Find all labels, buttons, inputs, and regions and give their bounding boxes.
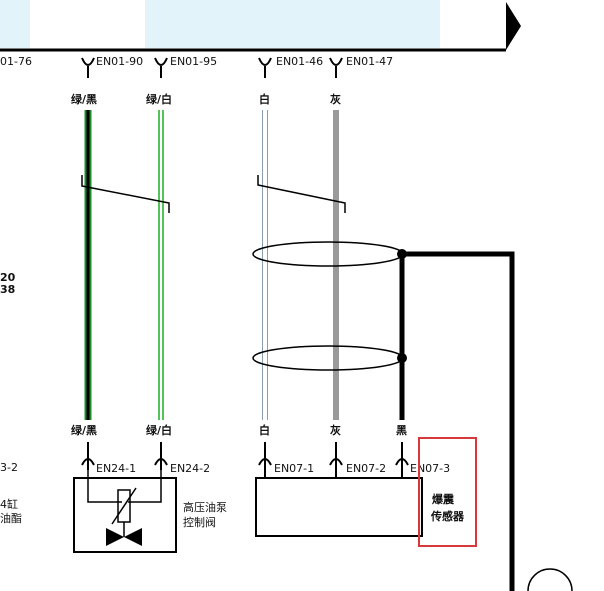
left-pin-label: 3-2	[0, 461, 18, 474]
bottom-wire-color-5: 黑	[396, 424, 407, 437]
twist-marker-right	[257, 175, 346, 213]
highlight-box	[418, 437, 477, 547]
pump-valve-label-line1: 高压油泵	[183, 500, 227, 514]
left-label-20: 20	[0, 271, 16, 284]
bottom-connector-pin-4	[329, 442, 343, 478]
top-wire-color-3: 白	[259, 92, 270, 106]
ecu-arrow	[506, 2, 521, 50]
partial-circle-marker	[527, 568, 573, 591]
bottom-connector-pin-2	[154, 442, 168, 470]
top-connector-id-3: EN01-46	[276, 55, 323, 68]
splice-point-lower	[397, 353, 407, 363]
left-connector-label: 01-76	[0, 55, 32, 68]
bottom-connector-id-4: EN07-2	[346, 462, 386, 475]
bottom-connector-id-5: EN07-3	[410, 462, 450, 475]
top-connector-pin-1	[81, 57, 95, 78]
bottom-wire-color-2: 绿/白	[146, 423, 172, 437]
bottom-wire-color-4: 灰	[330, 423, 341, 437]
ecu-background-left	[0, 0, 30, 48]
ecu-background-mid	[145, 0, 440, 48]
wire-black-shield	[399, 251, 515, 591]
pump-valve-label-line2: 控制阀	[183, 515, 216, 529]
bottom-connector-pin-3	[258, 442, 272, 478]
top-wire-color-1: 绿/黑	[71, 92, 97, 106]
twist-marker-left	[81, 175, 170, 213]
left-comp-line2: 油酯	[0, 511, 22, 525]
bottom-connector-id-3: EN07-1	[274, 462, 314, 475]
top-connector-id-1: EN01-90	[96, 55, 143, 68]
bottom-connector-pin-1	[81, 442, 95, 470]
knock-sensor-label-line1: 爆震	[432, 492, 455, 506]
pump-control-valve	[73, 470, 177, 553]
knock-sensor-box	[255, 477, 423, 537]
splice-point-upper	[397, 249, 407, 259]
bottom-connector-pin-5	[395, 442, 409, 478]
top-connector-id-2: EN01-95	[170, 55, 217, 68]
bottom-wire-color-3: 白	[259, 423, 270, 437]
shield-ring-lower	[252, 345, 404, 371]
left-comp-line1: 4缸	[0, 497, 18, 511]
top-wire-color-2: 绿/白	[146, 92, 172, 106]
top-connector-id-4: EN01-47	[346, 55, 393, 68]
bottom-connector-id-1: EN24-1	[96, 462, 136, 475]
shield-ring-upper	[252, 241, 404, 267]
top-connector-pin-4	[329, 57, 343, 78]
left-label-38: 38	[0, 283, 15, 296]
top-connector-pin-2	[154, 57, 168, 78]
bottom-wire-color-1: 绿/黑	[71, 423, 97, 437]
knock-sensor-label-line2: 传感器	[430, 509, 465, 523]
top-wire-color-4: 灰	[330, 92, 341, 106]
top-connector-pin-3	[258, 57, 272, 78]
bottom-connector-id-2: EN24-2	[170, 462, 210, 475]
